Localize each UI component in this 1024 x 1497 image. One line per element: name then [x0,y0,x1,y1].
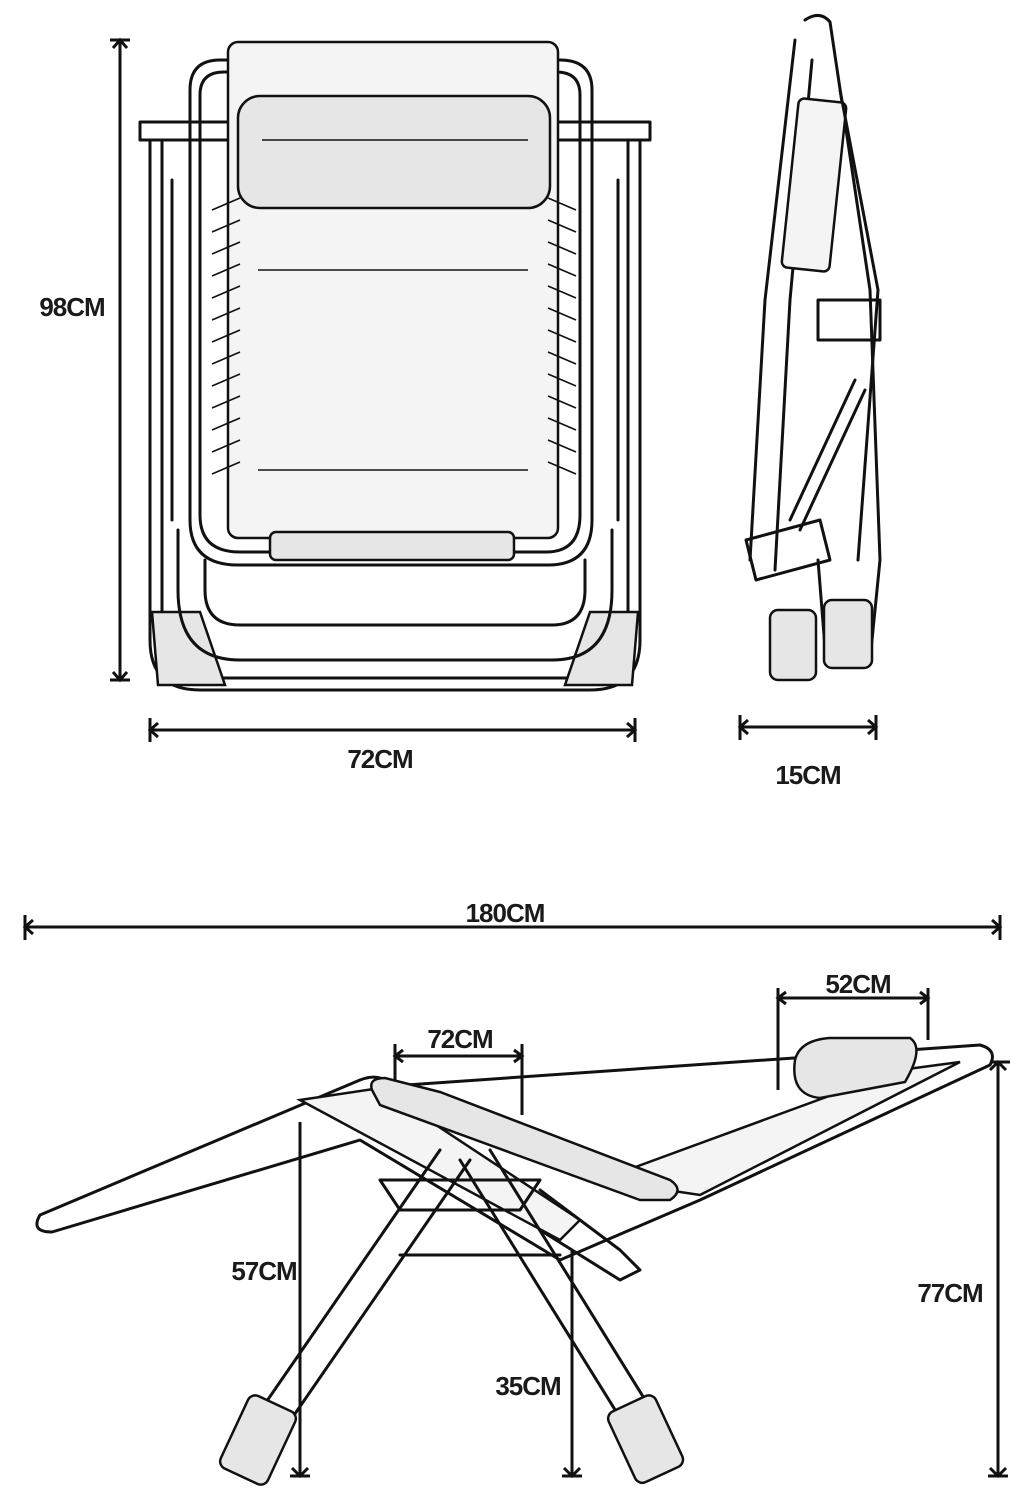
left-elastic-cords [211,197,241,475]
armrest-length-dimension: 72CM [392,1024,525,1115]
seat-height-label: 35CM [495,1371,560,1401]
front-height-label: 98CM [39,292,104,322]
front-width-dimension: 72CM [147,718,638,774]
front-width-label: 72CM [347,744,412,774]
seat-height-dimension: 35CM [495,1250,582,1479]
headrest-width-dimension: 52CM [775,969,931,1090]
armrest-height-dimension: 57CM [231,1122,310,1479]
total-length-label: 180CM [466,898,545,928]
total-height-label: 77CM [917,1278,982,1308]
armrest-height-label: 57CM [231,1256,296,1286]
right-elastic-cords [547,197,577,475]
total-length-dimension: 180CM [22,898,1003,940]
front-height-dimension: 98CM [39,37,130,683]
front-view-chair [138,40,652,692]
reclined-side-view-chair [35,1036,994,1486]
folded-depth-dimension: 15CM [737,715,879,790]
armrest-length-label: 72CM [427,1024,492,1054]
folded-depth-label: 15CM [775,760,840,790]
total-height-dimension: 77CM [917,1059,1010,1479]
folded-side-view-chair [744,14,882,682]
headrest-width-label: 52CM [825,969,890,999]
